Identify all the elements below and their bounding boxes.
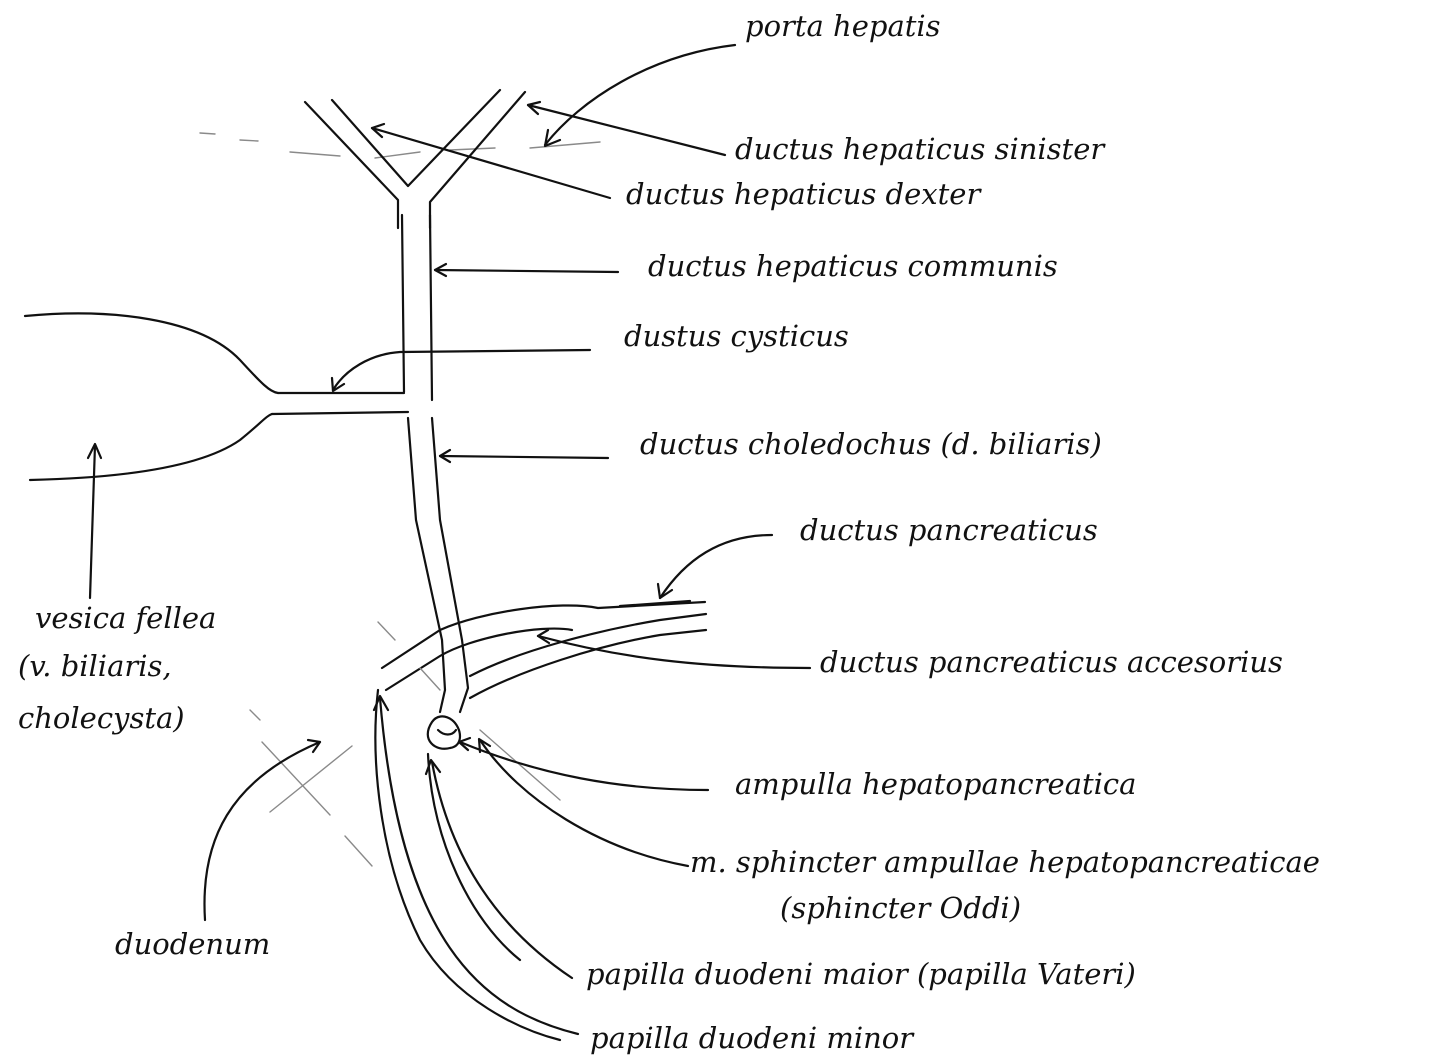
cystic-duct <box>270 391 410 416</box>
label-ductus-hepaticus-sinister: ductus hepaticus sinister <box>735 132 1105 166</box>
leader-lines <box>86 43 812 1036</box>
label-ductus-choledochus: ductus choledochus (d. biliaris) <box>640 427 1102 461</box>
label-ductus-pancreaticus-accessorius: ductus pancreaticus accesorius <box>820 645 1283 679</box>
label-ampulla: ampulla hepatopancreatica <box>735 767 1137 801</box>
label-ductus-cysticus: dustus cysticus <box>624 319 849 353</box>
label-sphincter-2: (sphincter Oddi) <box>780 891 1022 925</box>
pancreatic-ducts <box>380 599 708 700</box>
label-ductus-hepaticus-dexter: ductus hepaticus dexter <box>626 177 981 211</box>
gallbladder <box>23 312 280 482</box>
label-sphincter-1: m. sphincter ampullae hepatopancreaticae <box>690 845 1320 879</box>
label-duodenum: duodenum <box>115 927 271 961</box>
label-vesica-fellea-1: vesica fellea <box>35 601 217 635</box>
label-papilla-minor: papilla duodeni minor <box>590 1021 914 1055</box>
common-bile-duct <box>400 213 470 714</box>
label-vesica-fellea-2: (v. biliaris, <box>18 649 172 683</box>
porta-hepatis-line <box>199 132 601 159</box>
label-vesica-fellea-3: cholecysta) <box>18 701 185 735</box>
duodenum-wall <box>249 621 562 1042</box>
label-porta-hepatis: porta hepatis <box>745 9 941 43</box>
hepatic-ducts <box>303 88 527 230</box>
label-ductus-pancreaticus: ductus pancreaticus <box>800 513 1098 547</box>
label-papilla-maior: papilla duodeni maior (papilla Vateri) <box>586 957 1136 991</box>
ampulla-knot <box>426 715 462 750</box>
label-ductus-hepaticus-communis: ductus hepaticus communis <box>648 249 1058 283</box>
